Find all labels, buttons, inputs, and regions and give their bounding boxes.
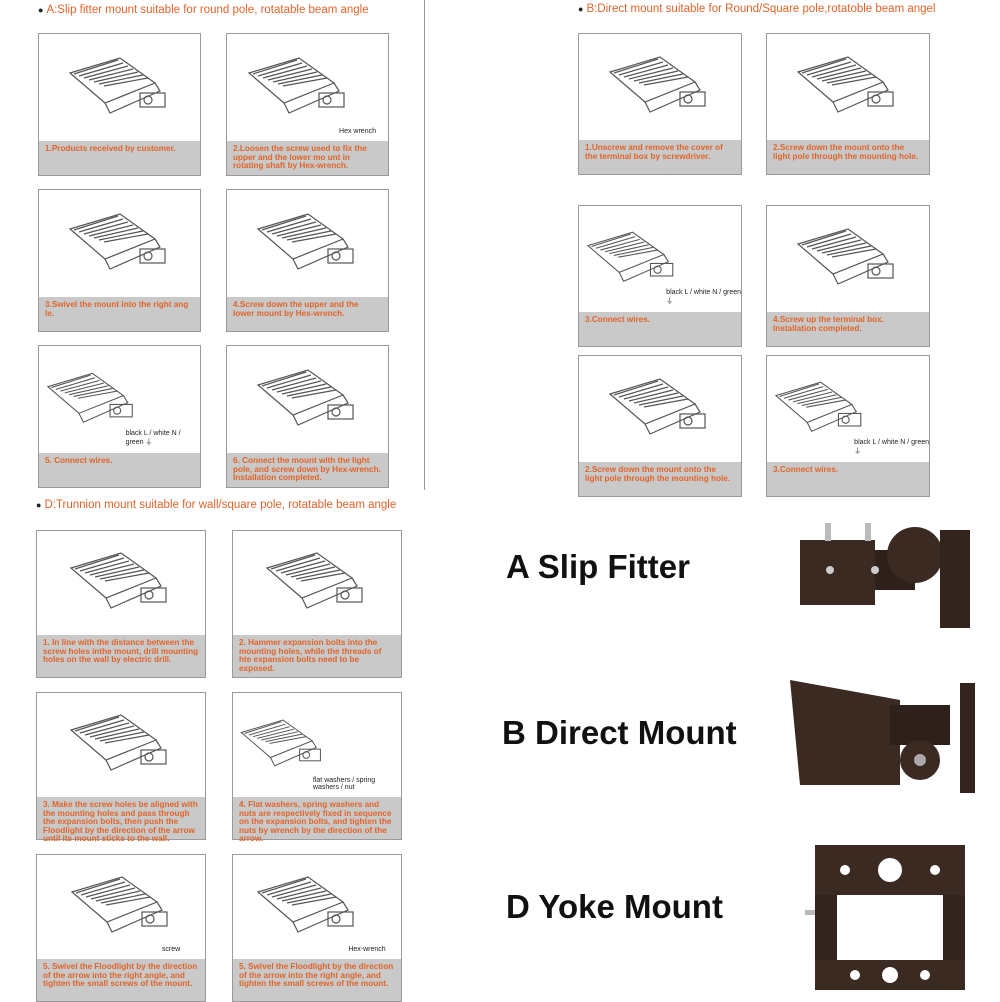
step-caption: 3.Swivel the mount into the right ang le… xyxy=(39,297,200,331)
step-caption: 3.Connect wires. xyxy=(579,312,741,346)
instruction-step-panel: screw 5. Swivel the Floodlight by the dir… xyxy=(36,854,206,1002)
section-d-title-text: D:Trunnion mount suitable for wall/squar… xyxy=(44,499,397,511)
illustration-label: flat washers / spring washers / nut xyxy=(312,777,376,791)
instruction-step-panel: 2.Screw down the mount onto the light po… xyxy=(578,355,742,497)
instruction-step-panel: flat washers / spring washers / nut 4. Fl… xyxy=(232,692,402,843)
product-label-direct-mount: B Direct Mount xyxy=(502,714,737,751)
instruction-step-panel: 1.Unscrew and remove the cover of the te… xyxy=(578,33,742,175)
step-illustration: black L / white N / green ⏚ xyxy=(767,356,929,462)
step-caption: 5. Swivel the Floodlight by the directio… xyxy=(233,959,401,1001)
illustration-label: Hex wrench xyxy=(339,128,376,135)
instruction-step-panel: 4.Screw down the upper and the lower mou… xyxy=(226,189,389,332)
section-a-title-text: A:Slip fitter mount suitable for round p… xyxy=(46,4,369,16)
section-b-title-text: B:Direct mount suitable for Round/Square… xyxy=(586,3,936,15)
step-illustration: Hex wrench xyxy=(227,34,388,141)
illustration-label: black L / white N / green ⏚ xyxy=(125,430,181,446)
step-illustration xyxy=(39,34,200,141)
step-caption: 5. Connect wires. xyxy=(39,453,200,487)
instruction-step-panel: Hex-wrench 5. Swivel the Floodlight by th… xyxy=(232,854,402,1002)
step-caption: 4.Screw up the terminal box. Installatio… xyxy=(767,312,929,346)
instruction-step-panel: 1. In line with the distance between the… xyxy=(36,530,206,678)
step-illustration xyxy=(767,206,929,312)
instruction-step-panel: 2.Screw down the mount onto the light po… xyxy=(766,33,930,175)
step-illustration xyxy=(227,190,388,297)
section-d-title: ●D:Trunnion mount suitable for wall/squa… xyxy=(36,499,397,511)
step-caption: 2.Screw down the mount onto the light po… xyxy=(579,462,741,496)
step-caption: 2.Loosen the screw used to fix the upper… xyxy=(227,141,388,175)
product-label-yoke-mount: D Yoke Mount xyxy=(506,888,723,925)
slip-fitter-image xyxy=(800,523,970,628)
step-illustration xyxy=(767,34,929,140)
step-illustration xyxy=(579,356,741,462)
step-caption: 6. Connect the mount with the light pole… xyxy=(227,453,388,487)
yoke-mount-image xyxy=(805,845,965,990)
illustration-label: black L / white N / green ⏚ xyxy=(854,439,929,455)
step-illustration: screw xyxy=(37,855,205,959)
step-illustration xyxy=(233,531,401,635)
product-label-slip-fitter: A Slip Fitter xyxy=(506,548,690,585)
step-caption: 4.Screw down the upper and the lower mou… xyxy=(227,297,388,331)
instruction-step-panel: 1.Products received by customer. xyxy=(38,33,201,176)
step-illustration xyxy=(37,693,205,797)
step-illustration: Hex-wrench xyxy=(233,855,401,959)
instruction-step-panel: 2. Hammer expansion bolts into the mount… xyxy=(232,530,402,678)
step-illustration: black L / white N / green ⏚ xyxy=(579,206,741,312)
divider xyxy=(424,0,425,490)
section-b-title: ●B:Direct mount suitable for Round/Squar… xyxy=(578,3,936,15)
step-caption: 4. Flat washers, spring washers and nuts… xyxy=(233,797,401,843)
step-caption: 1.Unscrew and remove the cover of the te… xyxy=(579,140,741,174)
instruction-step-panel: black L / white N / green ⏚ 3.Connect wir… xyxy=(578,205,742,347)
step-illustration: black L / white N / green ⏚ xyxy=(39,346,200,453)
instruction-step-panel: black L / white N / green ⏚ 5. Connect wi… xyxy=(38,345,201,488)
instruction-step-panel: 6. Connect the mount with the light pole… xyxy=(226,345,389,488)
step-illustration: flat washers / spring washers / nut xyxy=(233,693,401,797)
illustration-label: Hex-wrench xyxy=(348,946,386,953)
instruction-step-panel: Hex wrench 2.Loosen the screw used to fix… xyxy=(226,33,389,176)
step-caption: 1.Products received by customer. xyxy=(39,141,200,175)
instruction-step-panel: 3.Swivel the mount into the right ang le… xyxy=(38,189,201,332)
step-illustration xyxy=(37,531,205,635)
direct-mount-image xyxy=(790,680,975,793)
step-caption: 3. Make the screw holes be aligned with … xyxy=(37,797,205,843)
step-caption: 3.Connect wires. xyxy=(767,462,929,496)
instruction-step-panel: 4.Screw up the terminal box. Installatio… xyxy=(766,205,930,347)
step-illustration xyxy=(227,346,388,453)
step-illustration xyxy=(39,190,200,297)
step-caption: 5. Swivel the Floodlight by the directio… xyxy=(37,959,205,1001)
step-caption: 1. In line with the distance between the… xyxy=(37,635,205,677)
illustration-label: black L / white N / green ⏚ xyxy=(666,289,741,305)
step-caption: 2.Screw down the mount onto the light po… xyxy=(767,140,929,174)
illustration-label: screw xyxy=(161,946,181,953)
step-caption: 2. Hammer expansion bolts into the mount… xyxy=(233,635,401,677)
section-a-title: ●A:Slip fitter mount suitable for round … xyxy=(38,4,369,16)
instruction-step-panel: 3. Make the screw holes be aligned with … xyxy=(36,692,206,843)
step-illustration xyxy=(579,34,741,140)
instruction-step-panel: black L / white N / green ⏚ 3.Connect wir… xyxy=(766,355,930,497)
